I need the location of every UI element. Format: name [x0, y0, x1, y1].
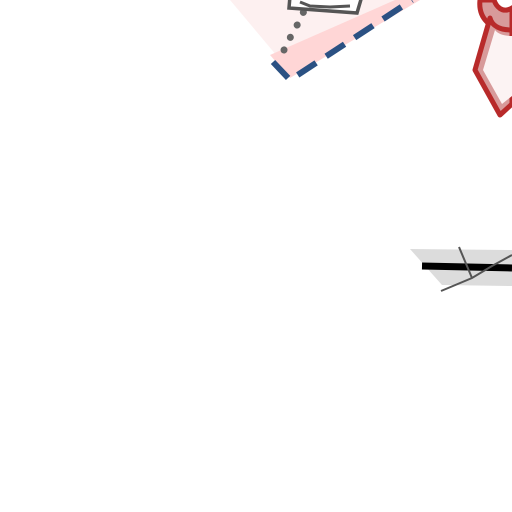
red-area-loop: [477, 0, 512, 35]
building-outline: [287, 0, 363, 15]
red-outlined-area: [472, 0, 512, 118]
thin-line-vertical: [458, 246, 473, 279]
thin-line-diagonal: [440, 254, 512, 292]
pink-zone-area: [230, 0, 420, 78]
building-inner-line: [299, 0, 351, 9]
dashed-boundary-line: [270, 0, 414, 84]
pink-zone-band-fill: [270, 0, 420, 78]
thin-crossing-lines: [440, 246, 512, 292]
red-area-inner: [483, 30, 512, 104]
dotted-footpath: [280, 0, 311, 54]
